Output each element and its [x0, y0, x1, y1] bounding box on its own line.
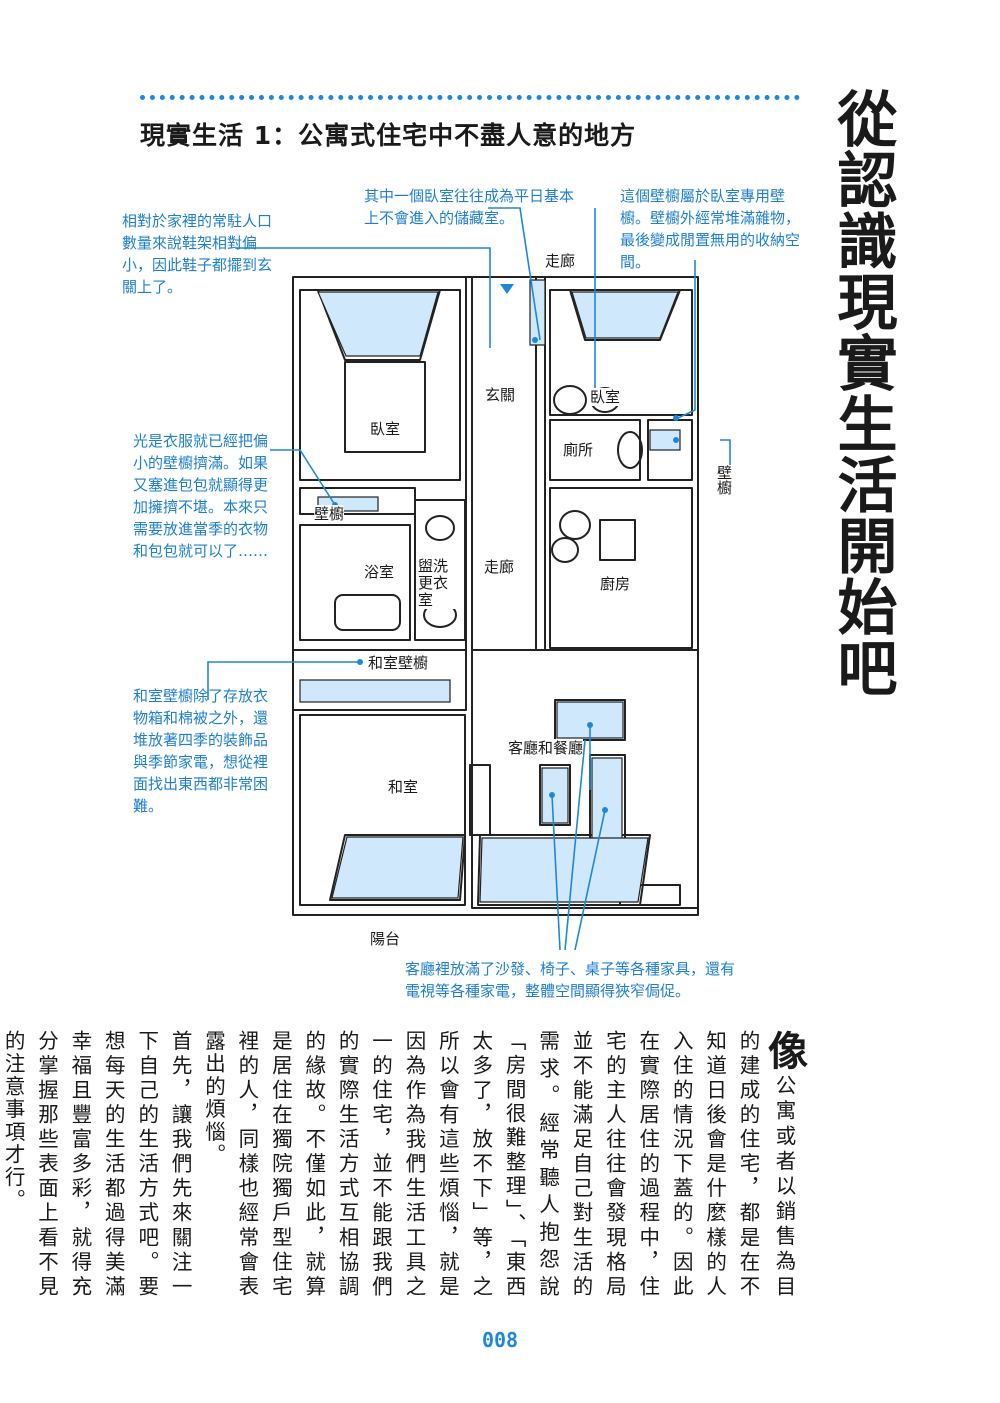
- room-label-kitchen: 廚房: [600, 575, 631, 593]
- annotation-living-room: 客廳裡放滿了沙發、椅子、桌子等各種家具，還有電視等各種家電，整體空間顯得狹窄侷促…: [405, 960, 736, 1000]
- room-label-closet-right: 壁櫥: [715, 465, 733, 495]
- annotation-shoe-rack: 相對於家裡的常駐人口數量來說鞋架相對偏小，因此鞋子都擺到玄關上了。: [122, 212, 273, 296]
- washitsu-closet-fill: [299, 679, 451, 703]
- leader-storage: [488, 207, 541, 341]
- window-fill-right: [571, 291, 679, 339]
- room-label-bedroom-right: 臥室: [590, 388, 621, 406]
- body-paragraph-1: 像公寓或者以銷售為目的建成的住宅，都是在不知道日後會是什麼樣的人入住的情況下蓋的…: [196, 1030, 808, 1298]
- body-paragraph-2: 首先，讓我們先來關注一下自己的生活方式吧。要想每天的生活都過得美滿幸福且豐富多彩…: [1, 1030, 193, 1298]
- room-label-balcony: 陽台: [370, 930, 401, 948]
- room-label-corridor-top: 走廊: [545, 252, 576, 270]
- window-fill-left: [317, 291, 439, 357]
- leader-sofa: [564, 739, 586, 951]
- room-label-bath: 浴室: [364, 563, 395, 581]
- living-window-fill: [479, 837, 649, 903]
- annotation-clothes-closet: 光是衣服就已經把偏小的壁櫥擠滿。如果又塞進包包就顯得更加擁擠不堪。本來只需要放進…: [133, 432, 269, 560]
- annotation-washitsu-closet: 和室壁櫥除了存放衣物箱和棉被之外，還堆放著四季的裝飾品與季節家電，想從裡面找出東…: [133, 687, 269, 815]
- entrance-arrow: [500, 284, 514, 294]
- room-label-corridor-mid: 走廊: [484, 558, 515, 576]
- header-dotted-rule: [140, 95, 800, 100]
- leader-shoe-rack: [235, 247, 491, 348]
- section-title: 現實生活 1：公寓式住宅中不盡人意的地方: [140, 121, 637, 150]
- leader-clothes-closet: [270, 449, 336, 506]
- leader-right-closet: [677, 260, 696, 419]
- room-label-toilet: 廁所: [563, 441, 594, 459]
- annotation-storage-room: 其中一個臥室往往成為平日基本上不會進入的儲藏室。: [364, 187, 575, 227]
- chair-fill: [541, 767, 569, 824]
- room-label-washitsu-closet: 和室壁櫥: [368, 654, 429, 672]
- leader-washitsu-closet: [207, 661, 360, 700]
- page-number: 008: [481, 1328, 519, 1352]
- chapter-vertical-title: 從認識現實生活開始吧: [827, 88, 897, 698]
- room-label-entrance: 玄關: [485, 386, 516, 404]
- room-label-washroom: 盥洗更衣室: [418, 558, 462, 609]
- room-label-living-dining: 客廳和餐廳: [508, 739, 584, 757]
- sofa-fill: [591, 757, 623, 843]
- dropcap: 像: [761, 1030, 807, 1075]
- annotation-bedroom-closet: 這個壁櫥屬於臥室專用壁櫥。壁櫥外經常堆滿雜物，最後變成閒置無用的收納空間。: [620, 187, 801, 271]
- right-closet-fill: [649, 429, 681, 451]
- room-label-washitsu: 和室: [388, 778, 419, 796]
- leader-chair: [551, 794, 561, 951]
- room-label-bedroom-left: 臥室: [370, 420, 401, 438]
- leader-table: [574, 809, 606, 951]
- room-label-closet-left: 壁櫥: [314, 505, 345, 523]
- body-text: 像公寓或者以銷售為目的建成的住宅，都是在不知道日後會是什麼樣的人入住的情況下蓋的…: [1, 1030, 808, 1298]
- tatami-fill: [331, 836, 464, 899]
- body-paragraph-1-text: 公寓或者以銷售為目的建成的住宅，都是在不知道日後會是什麼樣的人入住的情況下蓋的。…: [201, 1030, 797, 1298]
- outer-wall: [292, 276, 699, 916]
- floor-plan: 走廊 玄關 臥室 臥室 廁所 壁櫥 壁櫥 浴室 盥洗更衣室 走廊 廚房 和室壁櫥…: [207, 207, 733, 951]
